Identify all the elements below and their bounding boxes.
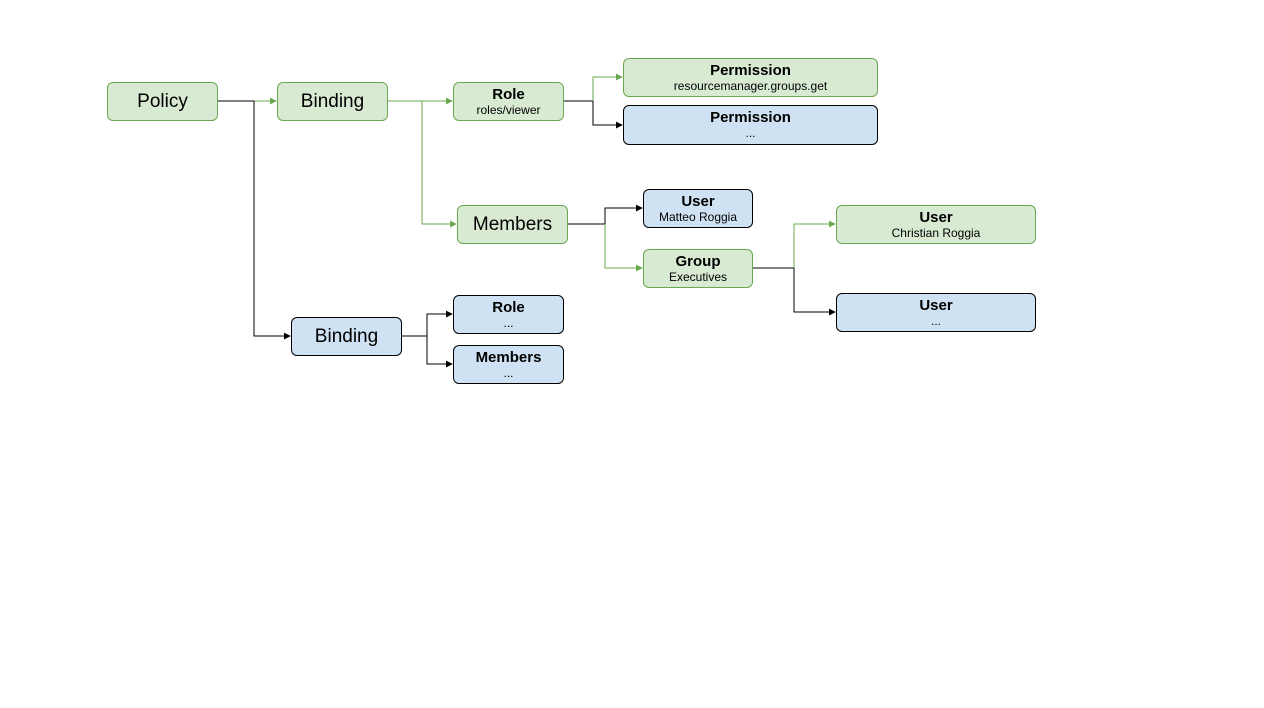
role-node-1: Role roles/viewer	[453, 82, 564, 121]
members-subtitle-2: ...	[503, 365, 514, 380]
binding-node-1: Binding	[277, 82, 388, 121]
role-title-2: Role	[492, 298, 525, 316]
binding-1-to-members-1-connector	[421, 101, 457, 228]
role-subtitle-1: roles/viewer	[476, 102, 541, 117]
permission-subtitle-1: resourcemanager.groups.get	[673, 78, 828, 93]
user-subtitle-3: ...	[930, 313, 941, 328]
policy-label: Policy	[137, 90, 188, 112]
binding-2-to-members-2-connector	[426, 336, 453, 368]
binding-node-2: Binding	[291, 317, 402, 356]
members-title-2: Members	[475, 348, 542, 366]
permission-title-2: Permission	[710, 109, 791, 126]
group-1-to-user-3-connector	[793, 268, 836, 316]
binding-label-1: Binding	[300, 90, 365, 112]
user-node-1: User Matteo Roggia	[643, 189, 753, 228]
group-1-to-user-2-connector	[793, 220, 836, 268]
binding-label-2: Binding	[314, 325, 379, 347]
user-title-1: User	[681, 192, 715, 210]
policy-to-binding-2-connector	[253, 101, 291, 340]
role-node-2: Role ...	[453, 295, 564, 334]
policy-node: Policy	[107, 82, 218, 121]
members-node-1: Members	[457, 205, 568, 244]
role-1-to-permission-2-connector	[592, 101, 623, 129]
group-subtitle-1: Executives	[668, 269, 728, 284]
user-node-2: User Christian Roggia	[836, 205, 1036, 244]
user-node-3: User ...	[836, 293, 1036, 332]
members-node-2: Members ...	[453, 345, 564, 384]
permission-node-1: Permission resourcemanager.groups.get	[623, 58, 878, 97]
binding-2-to-role-2-connector	[426, 310, 453, 336]
members-1-to-user-1-connector	[604, 204, 643, 224]
user-subtitle-2: Christian Roggia	[891, 225, 981, 240]
user-title-3: User	[919, 296, 953, 314]
role-subtitle-2: ...	[503, 315, 514, 330]
role-1-to-permission-1-connector	[592, 73, 623, 101]
permission-subtitle-2: ...	[745, 126, 756, 140]
permission-title-1: Permission	[710, 61, 791, 79]
members-label-1: Members	[472, 213, 553, 235]
members-1-to-group-1-connector	[604, 224, 643, 272]
user-title-2: User	[919, 208, 953, 226]
permission-node-2: Permission ...	[623, 105, 878, 145]
user-subtitle-1: Matteo Roggia	[658, 209, 738, 224]
group-title-1: Group	[675, 252, 721, 270]
group-node-1: Group Executives	[643, 249, 753, 288]
role-title-1: Role	[492, 85, 525, 103]
